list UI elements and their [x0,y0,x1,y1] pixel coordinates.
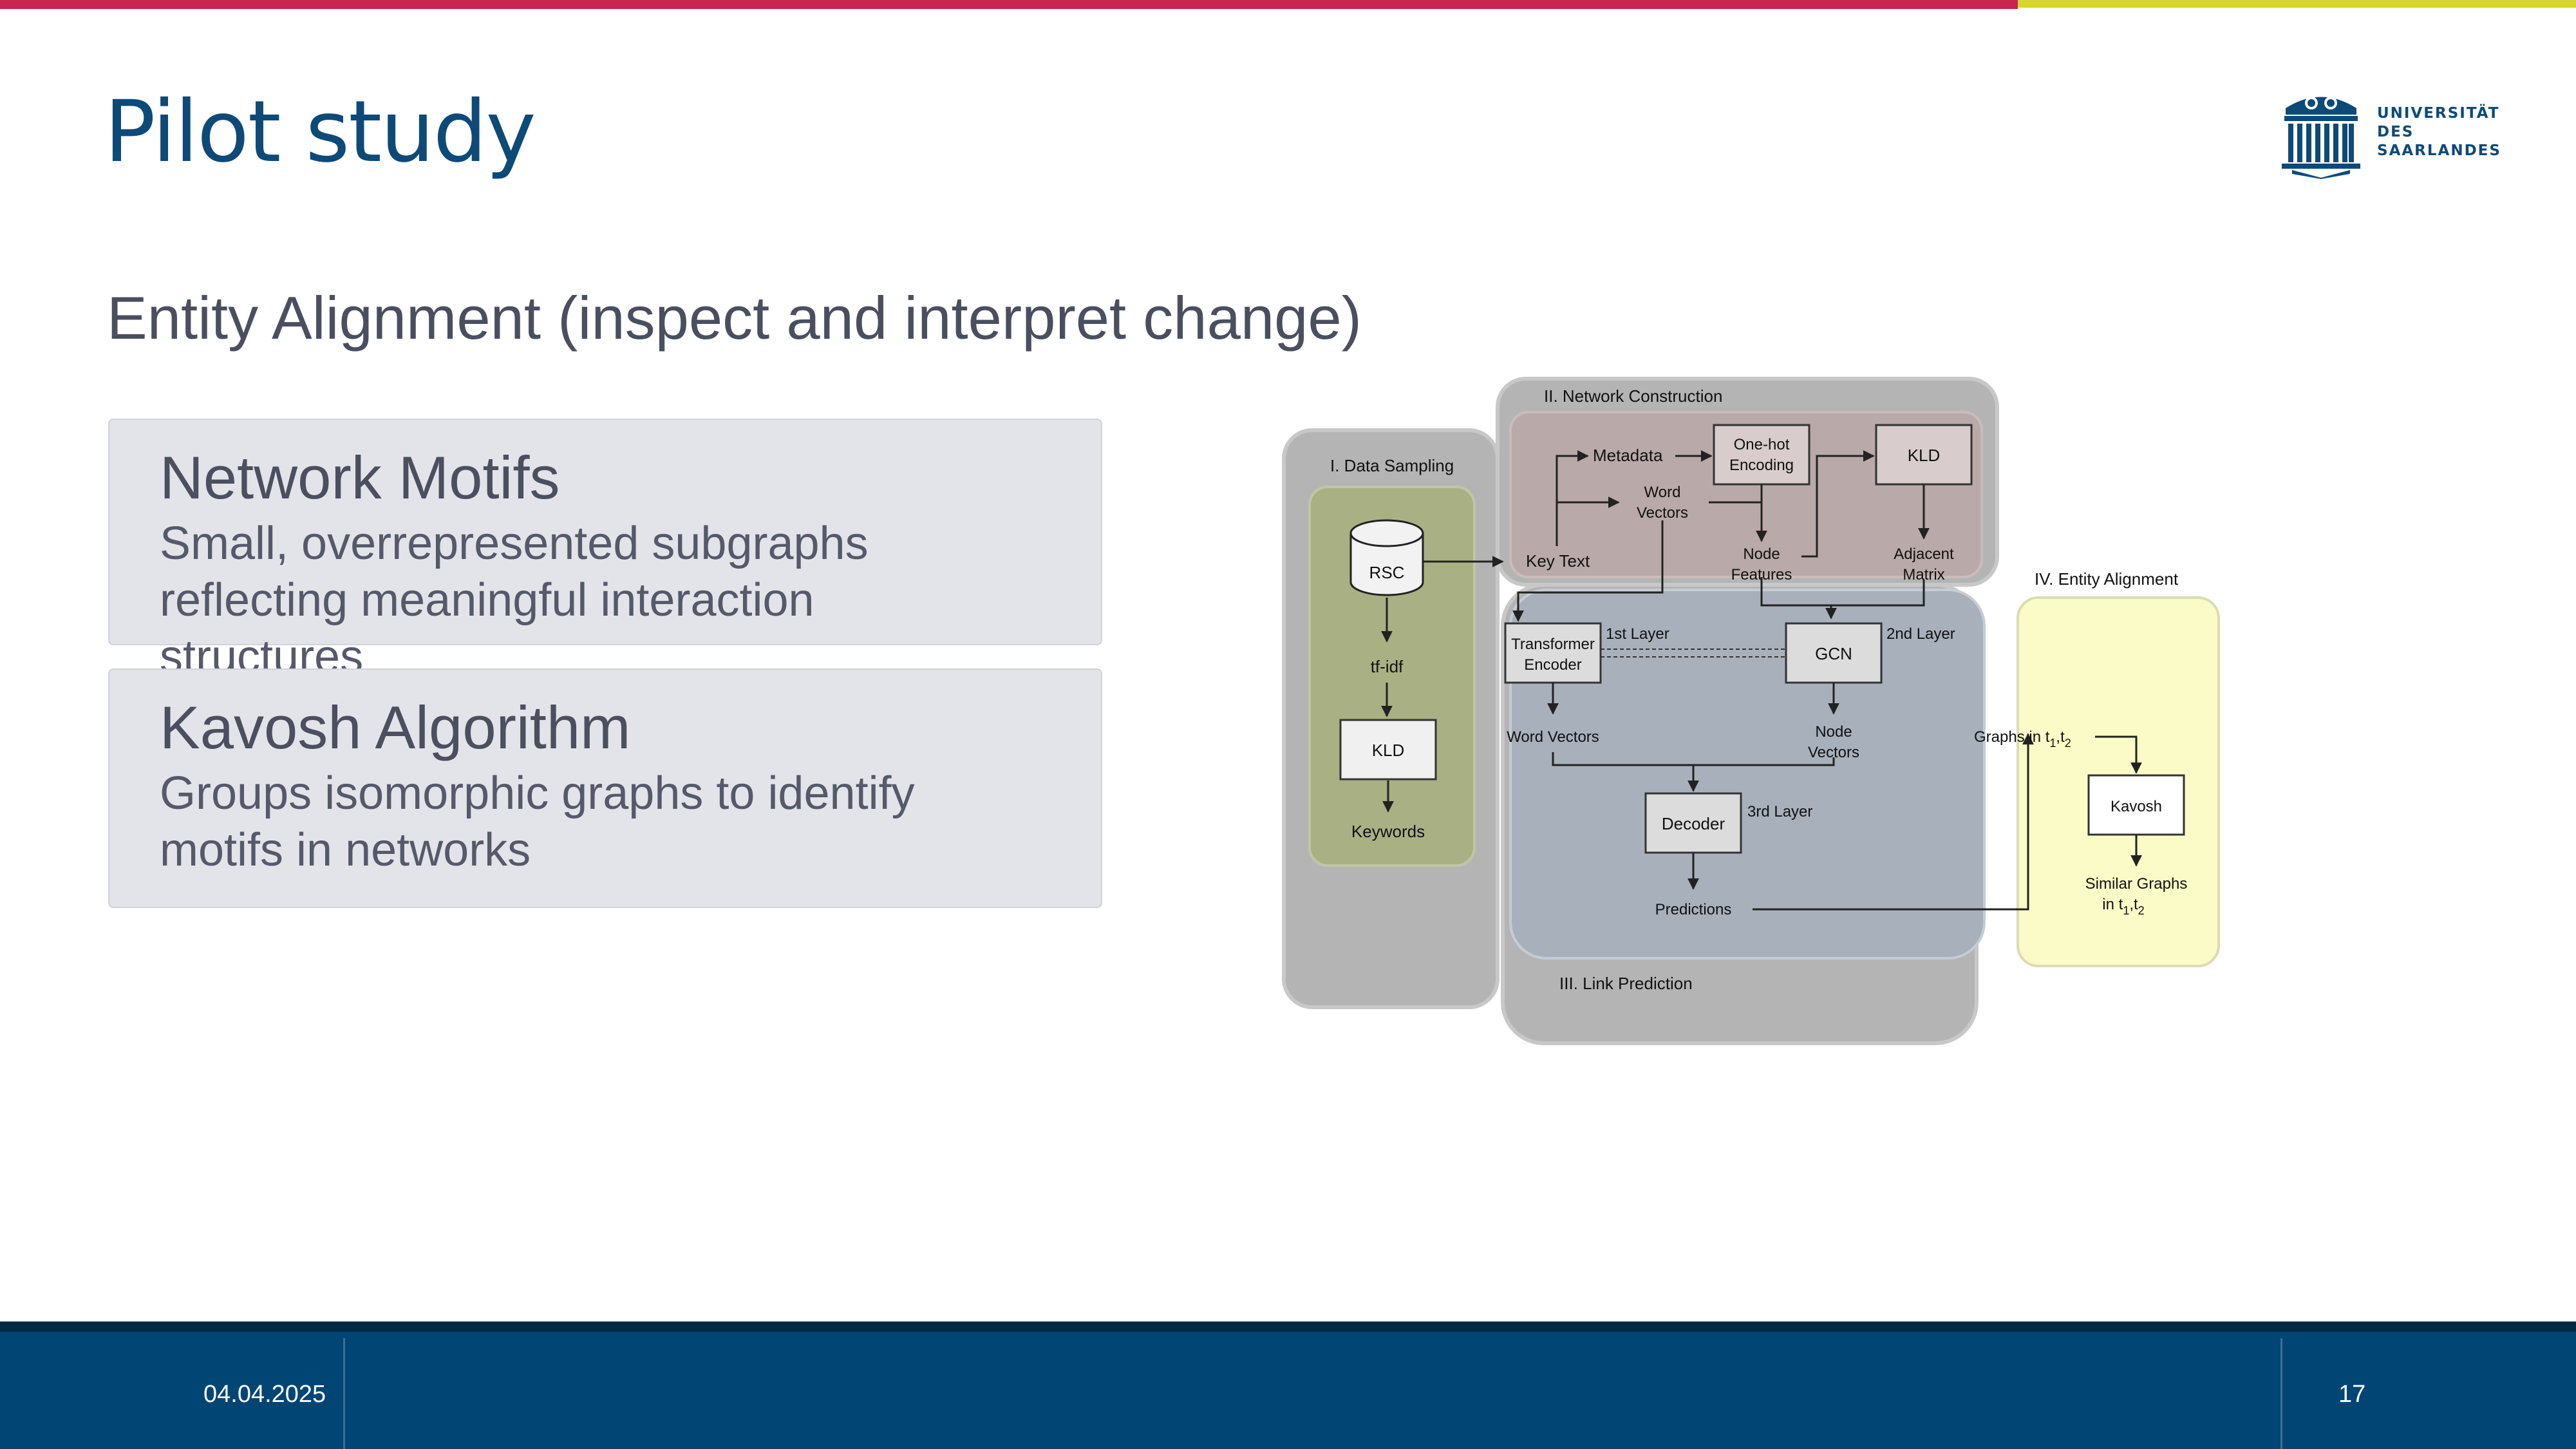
section-label-data-sampling: I. Data Sampling [1330,456,1454,475]
top-accent-bar-yellow [2018,0,2576,8]
footer-bar: 04.04.2025 17 [0,1321,2576,1449]
footer-top-stripe [0,1321,2576,1332]
university-logo: UNIVERSITÄT DES SAARLANDES [2279,89,2501,179]
node-kavosh: Kavosh [2111,798,2162,815]
university-seal-icon [2282,97,2360,179]
label-first-layer: 1st Layer [1606,625,1669,643]
node-predictions: Predictions [1655,901,1732,918]
section-label-link-prediction: III. Link Prediction [1559,974,1693,993]
label-third-layer: 3rd Layer [1747,803,1812,820]
rsc-database-icon [1349,519,1424,596]
node-word-vectors-bottom: Word Vectors [1507,728,1599,746]
footer-divider [2280,1338,2282,1449]
card-description: Small, overrepresented subgraphs reflect… [160,518,869,683]
network-motifs-card: Network Motifs Small, overrepresented su… [108,419,1102,683]
onehot-encoding-box [1713,424,1810,486]
page-number: 17 [2338,1381,2366,1408]
kavosh-algorithm-card: Kavosh Algorithm Groups isomorphic graph… [108,668,1102,908]
node-decoder: Decoder [1662,814,1725,833]
decoder-box [1644,792,1742,854]
transformer-encoder-box [1504,622,1602,684]
card-description: Groups isomorphic graphs to identify mot… [160,768,915,876]
kld-network-box [1875,424,1973,486]
node-kld-sampling: KLD [1372,741,1405,760]
slide-title: Pilot study [104,82,536,182]
footer-date: 04.04.2025 [203,1381,326,1408]
label-second-layer: 2nd Layer [1886,625,1955,643]
top-accent-bar-red [0,0,2018,9]
card-title: Kavosh Algorithm [160,694,631,761]
section-label-network-construction: II. Network Construction [1544,386,1722,406]
node-rsc: RSC [1369,563,1405,582]
node-key-text: Key Text [1526,551,1590,571]
node-kld-network: KLD [1908,446,1941,465]
card-title: Network Motifs [160,444,560,511]
pipeline-diagram: I. Data Sampling II. Network Constructio… [1282,377,2220,1045]
slide-subtitle: Entity Alignment (inspect and interpret … [107,284,1362,352]
kld-sampling-box [1339,719,1437,781]
node-keywords: Keywords [1351,822,1425,841]
footer-divider [343,1338,345,1449]
gcn-box [1785,622,1883,684]
node-gcn: GCN [1815,644,1852,663]
section-label-entity-alignment: IV. Entity Alignment [2035,569,2179,589]
node-graphs-in: Graphs in t1,t2 [1974,728,2071,750]
node-tfidf: tf-idf [1371,657,1404,676]
university-logo-text: UNIVERSITÄT DES SAARLANDES [2377,105,2501,159]
node-metadata: Metadata [1593,446,1663,465]
